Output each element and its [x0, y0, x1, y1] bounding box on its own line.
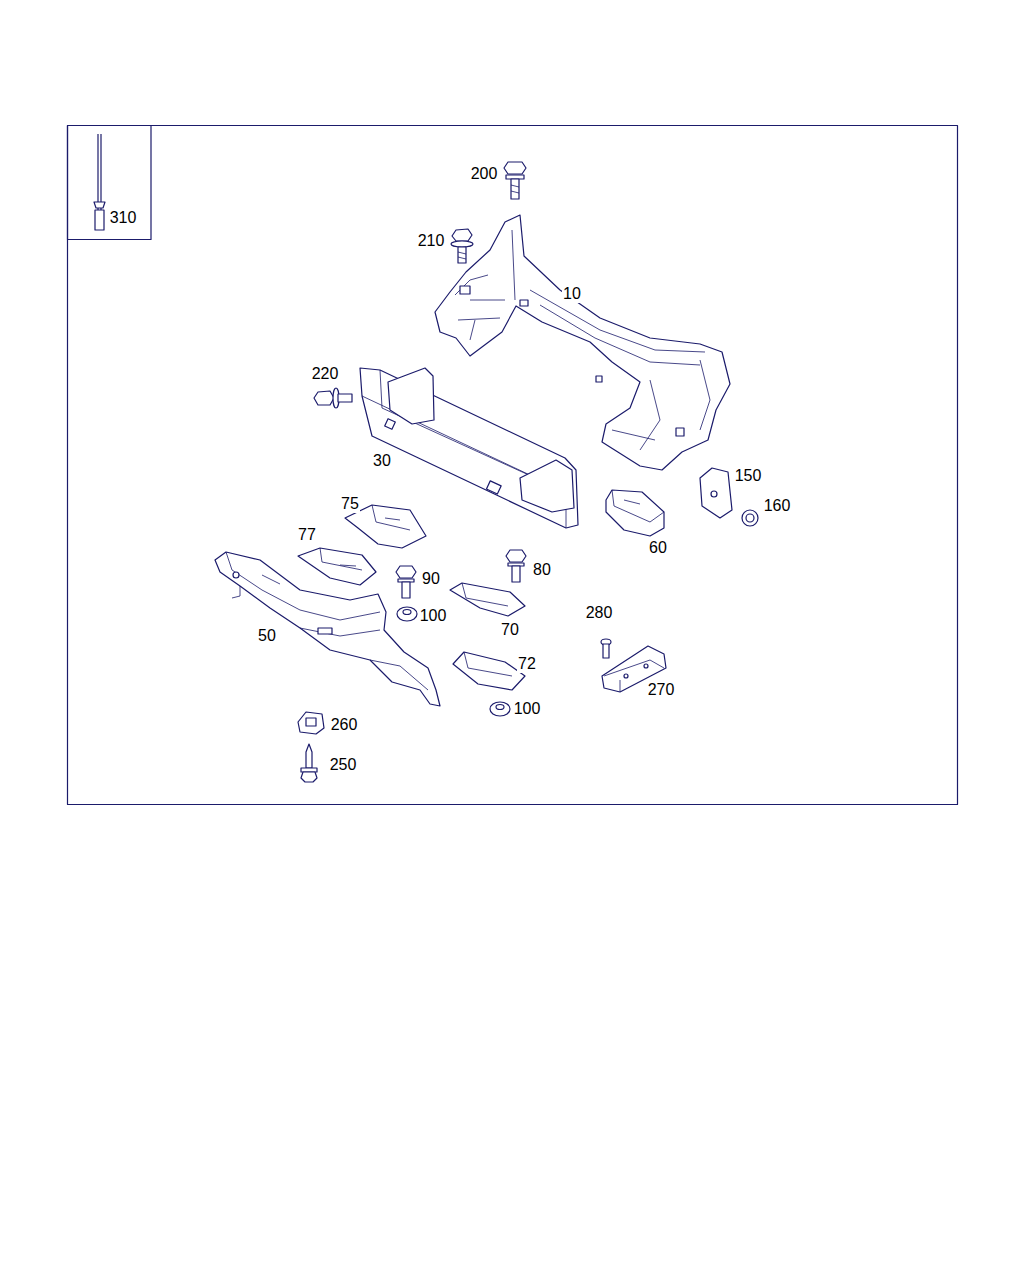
bolt: [451, 229, 473, 263]
bumper-beam: [360, 368, 578, 528]
bolt: [396, 566, 416, 598]
callout-number: 30: [372, 452, 392, 470]
plate: [450, 583, 525, 616]
frame: [68, 126, 958, 805]
bracket: [606, 490, 664, 536]
callout-number: 100: [513, 700, 542, 718]
callout-number: 60: [648, 539, 668, 557]
callout-number: 280: [585, 604, 614, 622]
screw: [301, 744, 317, 782]
callout-number: 200: [470, 165, 499, 183]
callout-number: 310: [109, 209, 138, 227]
clip: [298, 712, 324, 734]
plate: [453, 652, 525, 690]
plate: [298, 548, 376, 585]
nut: [397, 607, 417, 621]
nut: [490, 702, 510, 716]
callout-number: 72: [517, 655, 537, 673]
nut: [742, 510, 758, 526]
pin: [601, 639, 611, 658]
callout-number: 150: [734, 467, 763, 485]
callout-number: 77: [297, 526, 317, 544]
callout-number: 75: [340, 495, 360, 513]
long-bolt: [94, 134, 105, 230]
callout-number: 250: [329, 756, 358, 774]
inset-frame: [68, 126, 152, 240]
bracket: [700, 468, 732, 518]
callout-number: 160: [763, 497, 792, 515]
callout-number: 270: [647, 681, 676, 699]
callout-number: 210: [417, 232, 446, 250]
callout-number: 70: [500, 621, 520, 639]
callout-number: 90: [421, 570, 441, 588]
callout-number: 80: [532, 561, 552, 579]
callout-number: 260: [330, 716, 359, 734]
bolt: [314, 388, 352, 408]
cross-member: [215, 552, 440, 706]
callout-number: 50: [257, 627, 277, 645]
callout-number: 220: [311, 365, 340, 383]
bolt: [506, 550, 526, 582]
bolt: [504, 162, 526, 199]
callout-number: 100: [419, 607, 448, 625]
callout-number: 10: [562, 285, 582, 303]
